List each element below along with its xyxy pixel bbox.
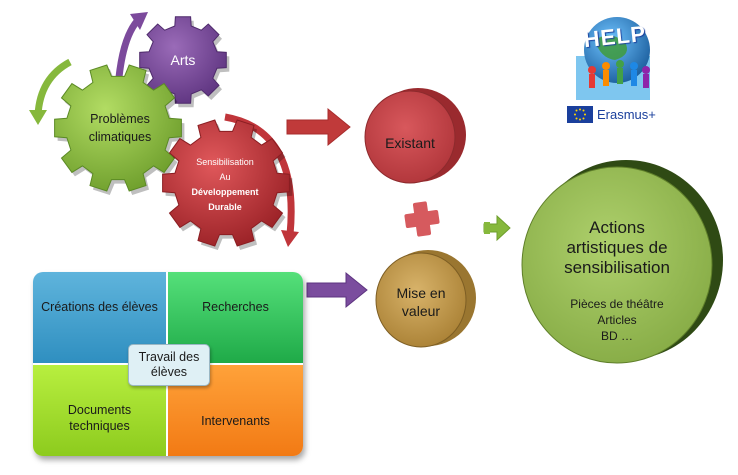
curved-arrow-purple-head bbox=[130, 12, 148, 30]
people-icon bbox=[588, 60, 650, 88]
erasmus-logo: Erasmus+ bbox=[567, 106, 656, 123]
matrix-documents-line2: techniques bbox=[69, 418, 130, 433]
actions-title: Actions artistiques de sensibilisation bbox=[532, 218, 702, 278]
gear-problems-label-line2: climatiques bbox=[88, 130, 152, 144]
gear-arts-label: Arts bbox=[170, 52, 196, 68]
mise-label: Mise en valeur bbox=[378, 284, 464, 320]
arrow-to-actions-tail bbox=[484, 222, 490, 234]
actions-item: Articles bbox=[597, 313, 637, 327]
actions-item: BD … bbox=[600, 329, 633, 343]
mise-label-line1: Mise en bbox=[396, 285, 446, 301]
gear-arts bbox=[139, 16, 230, 108]
gear-sens-body bbox=[162, 119, 290, 247]
gear-problems-body bbox=[54, 64, 182, 192]
actions-item: Pièces de théâtre bbox=[570, 297, 664, 311]
eu-flag-icon bbox=[567, 106, 593, 123]
gear-problems bbox=[54, 64, 185, 195]
arrow-to-existant bbox=[286, 107, 351, 147]
matrix-center-line2: élèves bbox=[150, 365, 188, 379]
existant-circle bbox=[364, 90, 456, 184]
plus-icon bbox=[404, 201, 440, 237]
mise-circle bbox=[375, 252, 467, 348]
matrix-center-label: Travail des élèves bbox=[128, 344, 210, 386]
gear-sensibilisation bbox=[162, 119, 293, 250]
existant-label: Existant bbox=[385, 135, 435, 151]
arrow-to-mise-en-valeur bbox=[306, 271, 368, 309]
gear-problems-label: Problèmes climatiques bbox=[72, 110, 168, 146]
actions-circle bbox=[521, 166, 713, 364]
mise-label-line2: valeur bbox=[401, 303, 441, 319]
matrix-documents-line1: Documents bbox=[67, 402, 132, 417]
student-work-matrix: Créations des élèves Recherches Document… bbox=[33, 272, 303, 456]
gear-sens-label-line2: Au bbox=[219, 172, 231, 182]
gear-sens-label-line3: Développement bbox=[191, 187, 259, 197]
actions-title-line2: artistiques de bbox=[566, 238, 668, 257]
curved-arrow-red-head bbox=[281, 230, 299, 247]
actions-title-line3: sensibilisation bbox=[564, 258, 670, 277]
erasmus-label: Erasmus+ bbox=[597, 107, 656, 122]
gear-sens-label: Sensibilisation Au Développement Durable bbox=[180, 155, 270, 215]
actions-title-line1: Actions bbox=[589, 218, 645, 237]
matrix-center-line1: Travail des bbox=[138, 350, 200, 364]
help-logo bbox=[576, 17, 650, 100]
actions-items: Pièces de théâtre Articles BD … bbox=[560, 296, 674, 344]
curved-arrow-green-head bbox=[29, 110, 47, 125]
curved-arrow-green bbox=[34, 58, 72, 116]
gear-arts-body bbox=[139, 16, 227, 104]
gear-sens-label-line4: Durable bbox=[208, 202, 242, 212]
gear-problems-label-line1: Problèmes bbox=[90, 112, 150, 126]
gear-sens-label-line1: Sensibilisation bbox=[196, 157, 254, 167]
